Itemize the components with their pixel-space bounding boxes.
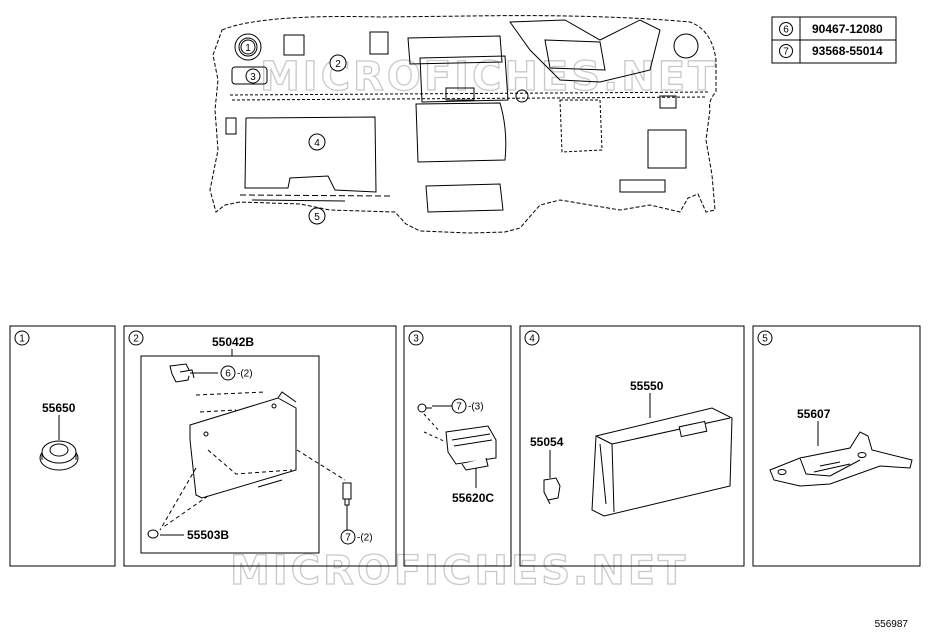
instrument-panel-overview [209,15,717,234]
overview-callout-5: 5 [308,207,326,225]
panel-2-callout-7-ref: 7 [345,533,351,544]
glove-box-part [591,407,733,517]
overview-callout-2-label: 2 [335,59,341,70]
switch-bezel-part [445,425,497,471]
overview-callout-2: 2 [329,54,347,72]
legend-part-7: 93568-55014 [812,44,883,58]
panel-3-callout-7-qty: -(3) [468,402,484,413]
damper-part [147,529,159,539]
part-55550-label: 55550 [630,379,664,393]
part-55054-label: 55054 [530,435,564,449]
panel-2-callout-6-ref: 6 [225,369,231,380]
panel-5-ref: 5 [762,334,768,345]
overview-callout-3: 3 [245,68,261,84]
part-55650-label: 55650 [42,401,76,415]
panel-1: 1 55650 [9,325,116,567]
panel-3-ref: 3 [413,334,419,345]
panel-4-ref: 4 [529,334,535,345]
bracket-part [169,363,195,383]
panel-3-callout-7-ref: 7 [456,402,462,413]
legend-part-6: 90467-12080 [812,22,883,36]
panel-5: 5 55607 [752,325,921,567]
watermark-bottom: MICROFICHES.NET [230,548,688,594]
legend-table: 6 90467-12080 7 93568-55014 [771,16,897,64]
overview-callout-1: 1 [240,39,256,55]
part-55042B-label: 55042B [212,335,254,349]
bolt-part [342,482,352,506]
glove-box-door-part [189,391,297,499]
vent-part [39,440,79,471]
part-55503B-label: 55503B [187,528,229,542]
panel-1-ref: 1 [19,334,25,345]
overview-callout-4: 4 [308,133,326,151]
stopper-part [543,477,561,505]
overview-callout-4-label: 4 [314,138,320,149]
part-55607-label: 55607 [797,407,831,421]
part-55620C-label: 55620C [452,491,494,505]
panel-4: 4 55550 55054 [519,325,745,567]
watermark-top: MICROFICHES.NET [260,54,718,100]
screw-part [417,403,432,413]
diagram-id: 556987 [875,619,909,630]
panel-2-callout-6-qty: -(2) [237,369,253,380]
panel-2-callout-7-qty: -(2) [357,533,373,544]
panel-2-ref: 2 [133,334,139,345]
reinforcement-bracket-part [769,431,913,487]
panel-3: 3 7 -(3) 55620C [403,325,512,567]
legend-ref-6: 6 [783,25,789,36]
overview-callout-1-label: 1 [245,43,251,54]
panel-2: 2 55042B 6 -(2) 7 -(2) [123,325,397,567]
legend-ref-7: 7 [783,47,789,58]
overview-callout-5-label: 5 [314,212,320,223]
overview-callout-3-label: 3 [250,72,256,83]
